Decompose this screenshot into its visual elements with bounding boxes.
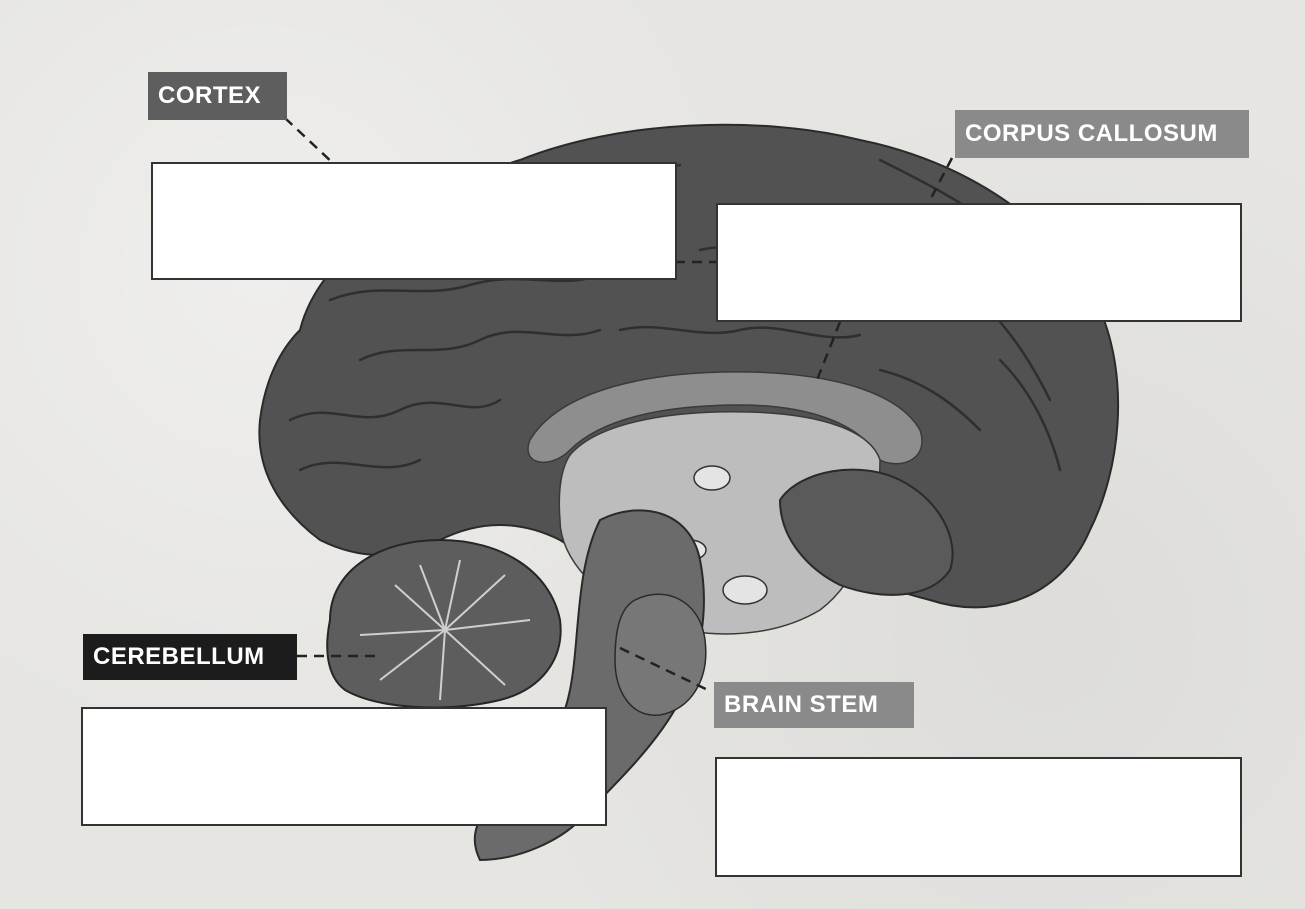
brain-stem-label: BRAIN STEM <box>714 682 914 728</box>
pineal-feature <box>723 576 767 604</box>
interthalamic-adhesion <box>694 466 730 490</box>
cortex-label: CORTEX <box>148 72 287 120</box>
cerebellum-answer-box[interactable] <box>81 707 607 826</box>
pons <box>615 594 706 715</box>
cortex-answer-box[interactable] <box>151 162 677 280</box>
corpus-callosum-answer-box[interactable] <box>716 203 1242 322</box>
cerebellum-label: CEREBELLUM <box>83 634 297 680</box>
cortex-leader-line <box>285 118 335 165</box>
cerebellum <box>327 540 560 707</box>
corpus-callosum-label: CORPUS CALLOSUM <box>955 110 1249 158</box>
brain-stem-answer-box[interactable] <box>715 757 1242 877</box>
